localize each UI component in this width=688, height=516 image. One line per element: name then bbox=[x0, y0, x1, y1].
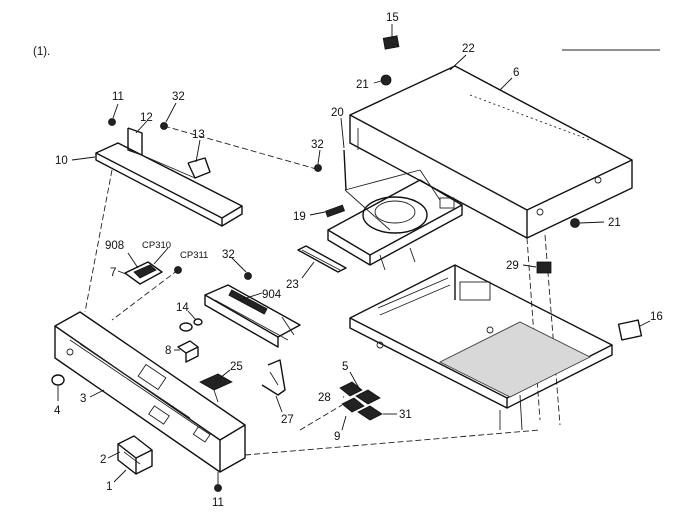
label-15: 15 bbox=[386, 12, 399, 24]
label-28: 28 bbox=[318, 392, 331, 404]
tape-mechanism bbox=[327, 169, 463, 271]
label-22: 22 bbox=[462, 43, 475, 55]
screw-21-top bbox=[373, 74, 392, 86]
label-21a: 21 bbox=[356, 79, 369, 91]
screw-32-mid bbox=[314, 164, 322, 172]
button-cluster bbox=[339, 381, 383, 421]
label-2: 2 bbox=[100, 454, 106, 466]
pad-15 bbox=[382, 35, 400, 50]
label-16: 16 bbox=[650, 311, 663, 323]
label-904: 904 bbox=[262, 289, 282, 301]
screw-11-bottom bbox=[214, 484, 222, 492]
part-19 bbox=[325, 204, 345, 218]
screw-32-low bbox=[244, 272, 252, 280]
label-7: 7 bbox=[110, 267, 116, 279]
label-10: 10 bbox=[55, 155, 68, 167]
screw-11-top bbox=[108, 118, 116, 126]
label-12: 12 bbox=[140, 112, 153, 124]
part-25 bbox=[199, 373, 233, 403]
pad-29 bbox=[536, 261, 552, 274]
screw-20 bbox=[343, 149, 347, 191]
label-29: 29 bbox=[506, 260, 519, 272]
label-11a: 11 bbox=[112, 91, 124, 103]
part-8 bbox=[177, 340, 199, 363]
label-32c: 32 bbox=[222, 249, 235, 261]
label-5: 5 bbox=[342, 361, 348, 373]
label-13: 13 bbox=[192, 129, 205, 141]
label-31: 31 bbox=[399, 409, 412, 421]
label-6: 6 bbox=[513, 67, 519, 79]
knob-4 bbox=[51, 374, 65, 386]
label-21b: 21 bbox=[608, 217, 621, 229]
chassis bbox=[349, 264, 613, 431]
label-14: 14 bbox=[176, 302, 189, 314]
label-cp311: CP311 bbox=[180, 250, 208, 261]
label-27: 27 bbox=[281, 414, 294, 426]
front-panel bbox=[54, 169, 246, 473]
top-bracket bbox=[95, 127, 243, 227]
label-1: 1 bbox=[106, 481, 112, 493]
label-9: 9 bbox=[334, 431, 340, 443]
strip-23 bbox=[297, 245, 347, 273]
label-908: 908 bbox=[105, 240, 124, 252]
part-27 bbox=[261, 359, 286, 396]
switch-bracket bbox=[124, 261, 163, 285]
board-904 bbox=[204, 284, 301, 348]
label-32b: 32 bbox=[311, 139, 324, 151]
label-32a: 32 bbox=[172, 91, 185, 103]
figure-id: (1). bbox=[33, 46, 50, 58]
part-1-2 bbox=[117, 435, 153, 475]
screw-21-right bbox=[570, 218, 605, 228]
label-4: 4 bbox=[54, 405, 61, 417]
label-20: 20 bbox=[331, 107, 344, 119]
label-11b: 11 bbox=[212, 497, 224, 509]
label-8: 8 bbox=[165, 345, 171, 357]
label-cp310: CP310 bbox=[142, 240, 171, 251]
pad-16 bbox=[617, 319, 643, 341]
label-3: 3 bbox=[80, 393, 86, 405]
part-14 bbox=[179, 318, 203, 332]
label-19: 19 bbox=[293, 211, 306, 223]
label-23: 23 bbox=[286, 279, 299, 291]
label-25: 25 bbox=[230, 361, 243, 373]
